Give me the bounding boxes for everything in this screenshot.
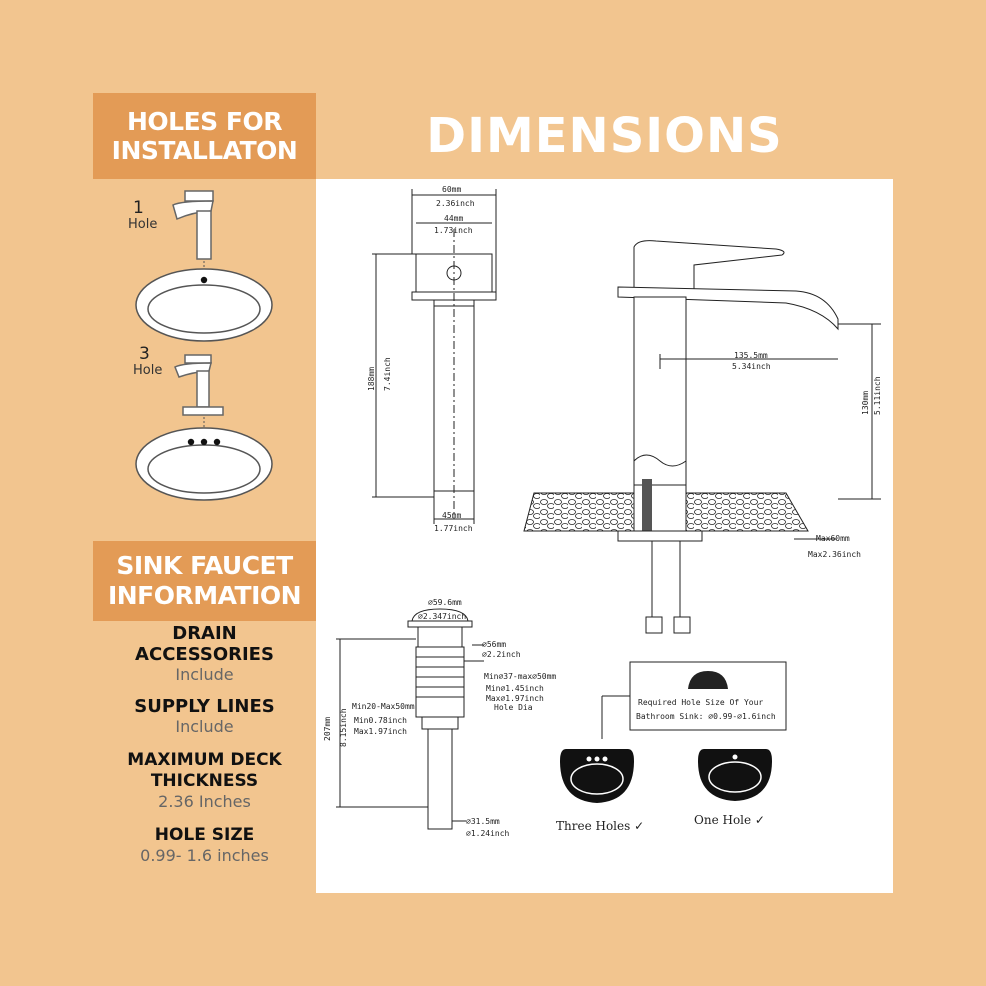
info-title: THICKNESS xyxy=(150,771,259,791)
hole-size-line1: Required Hole Size Of Your xyxy=(638,698,763,707)
faucet-front-view xyxy=(372,189,497,524)
sink-faucet-information-header: SINK FAUCET INFORMATION xyxy=(93,541,316,621)
info-title: DRAIN xyxy=(172,623,237,644)
three-hole-basin-icon xyxy=(135,427,273,501)
three-holes-sink-icon xyxy=(560,749,634,803)
hole-size-box xyxy=(601,661,787,739)
info-title: ACCESSORIES xyxy=(135,644,274,665)
height-mm: 188mm xyxy=(367,367,376,391)
spout-reach-in: 5.34inch xyxy=(732,362,771,371)
three-holes-caption: Three Holes ✓ xyxy=(556,819,644,833)
drain-tail-in: ⌀1.24inch xyxy=(466,829,510,838)
dimension-drawing: 60mm 2.36inch 44mm 1.73inch 188mm 7.4inc… xyxy=(323,185,882,838)
info-value: 0.99- 1.6 inches xyxy=(140,846,269,865)
three-hole-faucet-icon xyxy=(174,354,224,416)
handle-width-in: 1.73inch xyxy=(434,226,473,235)
height-in: 7.4inch xyxy=(383,357,392,391)
one-hole-sink-icon xyxy=(698,749,772,801)
drain-thickness-max-in: Max1.97inch xyxy=(354,727,407,736)
drain-hole-label: Hole Dia xyxy=(494,703,533,712)
side-view-dimension-lines xyxy=(659,323,881,500)
holes-for-installation-header: HOLES FOR INSTALLATON xyxy=(93,93,316,179)
info-header-line2: INFORMATION xyxy=(107,581,302,610)
one-hole-caption: One Hole ✓ xyxy=(694,813,765,827)
drain-cap-dia-mm: ⌀59.6mm xyxy=(428,598,462,607)
one-hole-basin-icon xyxy=(135,268,273,342)
info-value: 2.36 Inches xyxy=(158,792,251,811)
hole-size-line2: Bathroom Sink: ⌀0.99-⌀1.6inch xyxy=(636,712,776,721)
drain-hole-max-in: Max⌀1.97inch xyxy=(486,694,544,703)
deck-max-mm: Max60mm xyxy=(816,534,850,543)
holes-header-line2: INSTALLATON xyxy=(111,136,298,165)
three-hole-label: Hole xyxy=(133,363,163,378)
countertop-section xyxy=(523,479,836,634)
drain-drawing xyxy=(336,608,484,830)
faucet-info-list: DRAIN ACCESSORIES Include SUPPLY LINES I… xyxy=(93,621,316,866)
info-title: MAXIMUM DECK xyxy=(127,750,282,770)
one-hole-number: 1 xyxy=(133,198,144,218)
spout-reach-mm: 135.5mm xyxy=(734,351,768,360)
handle-width-mm: 44mm xyxy=(444,214,463,223)
drain-tail-mm: ⌀31.5mm xyxy=(466,817,500,826)
info-title: SUPPLY LINES xyxy=(134,696,275,717)
technical-drawing-panel: 60mm 2.36inch 44mm 1.73inch 188mm 7.4inc… xyxy=(316,179,893,893)
drain-cap-dia-in: ⌀2.347inch xyxy=(418,612,466,621)
top-width-in: 2.36inch xyxy=(436,199,475,208)
info-item-deck: MAXIMUM DECK THICKNESS 2.36 Inches xyxy=(93,750,316,812)
dimensions-title: DIMENSIONS xyxy=(316,93,893,179)
drain-hole-range-mm: Min⌀37-max⌀50mm xyxy=(484,672,556,681)
one-hole-faucet-icon xyxy=(172,190,214,260)
drain-height-in: 8.15inch xyxy=(339,708,348,747)
info-title: HOLE SIZE xyxy=(154,825,255,845)
drain-flange-mm: ⌀56mm xyxy=(482,640,506,649)
spout-height-in: 5.11inch xyxy=(873,376,882,415)
top-width-mm: 60mm xyxy=(442,185,461,194)
spout-height-mm: 130mm xyxy=(861,391,870,415)
info-item-hole-size: HOLE SIZE 0.99- 1.6 inches xyxy=(93,825,316,866)
info-item-supply: SUPPLY LINES Include xyxy=(93,696,316,737)
base-width-in: 1.77inch xyxy=(434,524,473,533)
info-value: Include xyxy=(175,717,234,736)
one-hole-label: Hole xyxy=(128,217,158,232)
base-width-mm: 45mm xyxy=(442,511,461,520)
holes-header-line1: HOLES FOR xyxy=(127,107,282,136)
installation-holes-panel: 1 Hole 3 Hole xyxy=(93,179,316,541)
info-value: Include xyxy=(175,665,234,684)
three-hole-number: 3 xyxy=(139,344,150,364)
drain-flange-in: ⌀2.2inch xyxy=(482,650,521,659)
drain-hole-min-in: Min⌀1.45inch xyxy=(486,684,544,693)
info-header-line1: SINK FAUCET xyxy=(116,551,293,580)
faucet-side-view xyxy=(617,240,839,486)
info-item-drain: DRAIN ACCESSORIES Include xyxy=(93,623,316,685)
drain-thickness-mm: Min20-Max50mm xyxy=(352,702,415,711)
deck-max-in: Max2.36inch xyxy=(808,550,861,559)
drain-thickness-min-in: Min0.78inch xyxy=(354,716,407,725)
drain-height-mm: 207mm xyxy=(323,717,332,741)
